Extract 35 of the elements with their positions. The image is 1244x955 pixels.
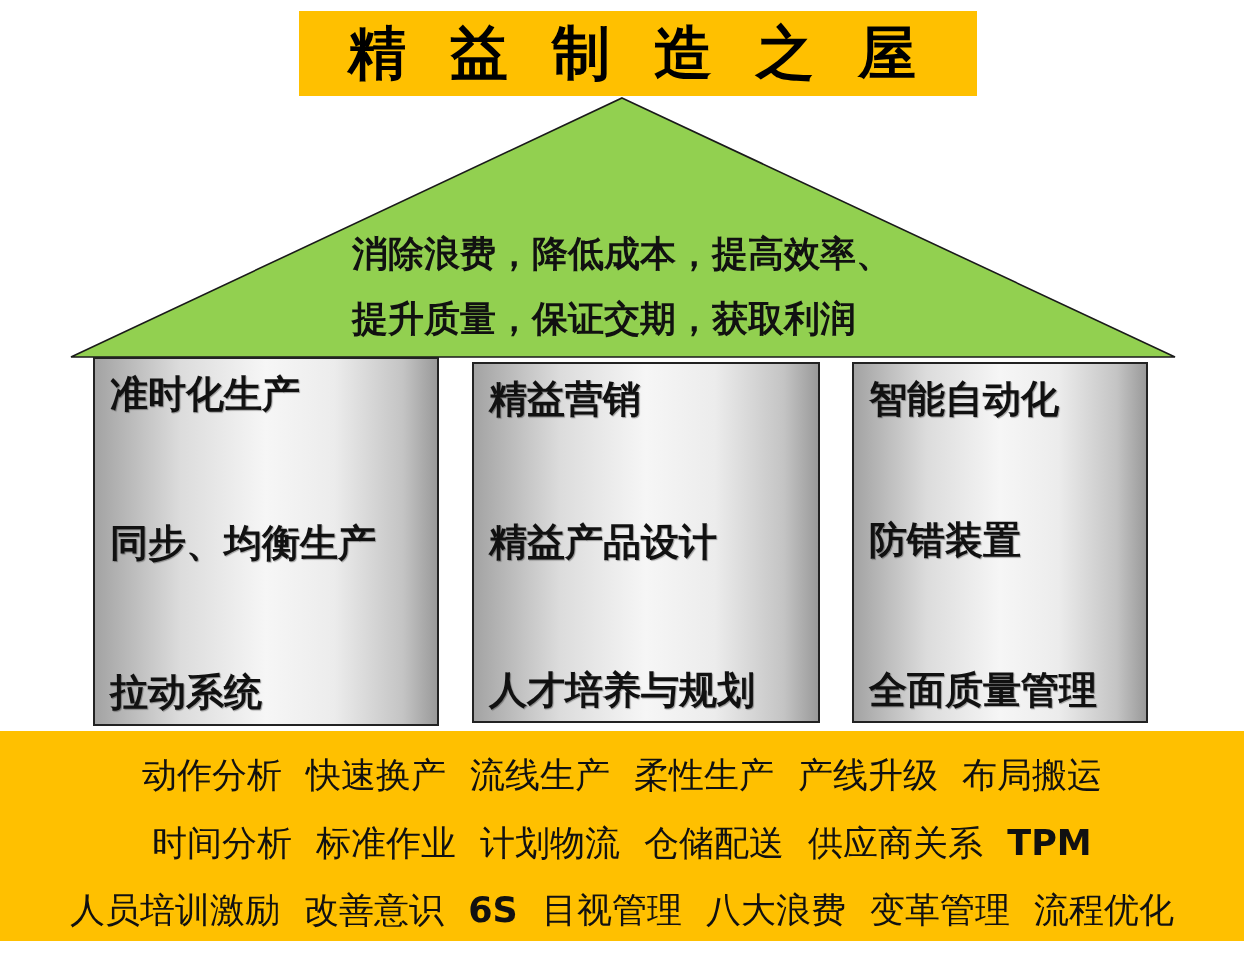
pillar-label: 精益产品设计	[489, 519, 717, 565]
practice-label: 产线升级	[798, 754, 938, 797]
pillar-column	[93, 357, 439, 726]
practice-label: 供应商关系	[808, 822, 984, 865]
practice-label: 流程优化	[1033, 889, 1174, 932]
practice-label: 八大浪费	[705, 889, 846, 932]
goal-statement: 消除浪费，降低成本，提高效率、提升质量，保证交期，获取利润	[352, 232, 893, 341]
pillar-label: 准时化生产	[110, 371, 300, 417]
pillar-label: 同步、均衡生产	[110, 520, 376, 566]
pillar-label: 防错装置	[869, 517, 1021, 563]
pillar-column	[852, 362, 1148, 723]
practice-label: 快速换产	[306, 754, 446, 797]
practice-label: 布局搬运	[962, 754, 1102, 797]
practice-label: 时间分析	[152, 822, 293, 865]
title-banner: 精 益 制 造 之 屋	[299, 11, 977, 96]
pillar-column	[472, 362, 820, 723]
practice-label: 目视管理	[541, 889, 682, 932]
practice-label: TPM	[1007, 822, 1092, 865]
practice-label: 6S	[468, 889, 518, 932]
pillar-label: 全面质量管理	[869, 667, 1097, 713]
pillar-label: 智能自动化	[869, 376, 1059, 422]
practice-label: 标准作业	[316, 822, 457, 865]
foundation-band	[0, 731, 1244, 941]
pillar-label: 人才培养与规划	[489, 667, 755, 713]
practice-label: 变革管理	[869, 889, 1010, 932]
roof-triangle	[70, 97, 1176, 358]
practice-label: 改善意识	[304, 889, 445, 932]
practice-label: 人员培训激励	[70, 889, 281, 932]
practice-label: 动作分析	[142, 754, 282, 797]
practice-label: 计划物流	[480, 822, 621, 865]
practice-label: 流线生产	[470, 754, 610, 797]
pillar-label: 精益营销	[489, 376, 641, 422]
practice-label: 柔性生产	[634, 754, 774, 797]
practice-label: 仓储配送	[644, 822, 785, 865]
pillar-label: 拉动系统	[110, 669, 262, 715]
